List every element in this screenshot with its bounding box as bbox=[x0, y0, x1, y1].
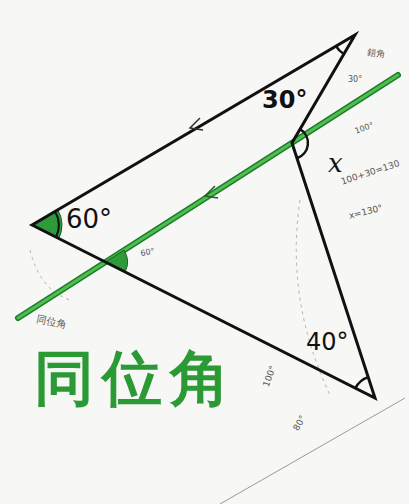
angle-arc bbox=[55, 212, 59, 238]
angle-arc bbox=[336, 46, 344, 54]
note: 100° bbox=[354, 121, 375, 135]
unknown-angle: x bbox=[328, 150, 343, 176]
note: 80° bbox=[292, 414, 308, 432]
note: 100° bbox=[262, 365, 278, 388]
note: 60° bbox=[140, 248, 155, 258]
note: 同位角 bbox=[36, 314, 67, 330]
note: 30° bbox=[348, 76, 362, 84]
title-word: 同位角 bbox=[34, 348, 238, 408]
parallel-mark bbox=[190, 118, 203, 130]
note: 錯角 bbox=[367, 48, 386, 59]
answer-note: x=130° bbox=[348, 204, 384, 221]
calculation-note: 100+30=130 bbox=[340, 159, 401, 186]
guide-arc bbox=[30, 250, 70, 300]
angle-arc bbox=[297, 129, 308, 158]
guide-line bbox=[220, 398, 405, 504]
angle-value: 40° bbox=[306, 330, 349, 354]
angle-value: 60° bbox=[66, 206, 112, 232]
figure-outline bbox=[32, 35, 375, 398]
angle-arc bbox=[355, 377, 368, 388]
angle-value: 30° bbox=[262, 88, 307, 112]
parallel-line-highlight bbox=[18, 75, 398, 318]
parallel-mark bbox=[205, 186, 218, 198]
parallel-line bbox=[18, 75, 398, 318]
